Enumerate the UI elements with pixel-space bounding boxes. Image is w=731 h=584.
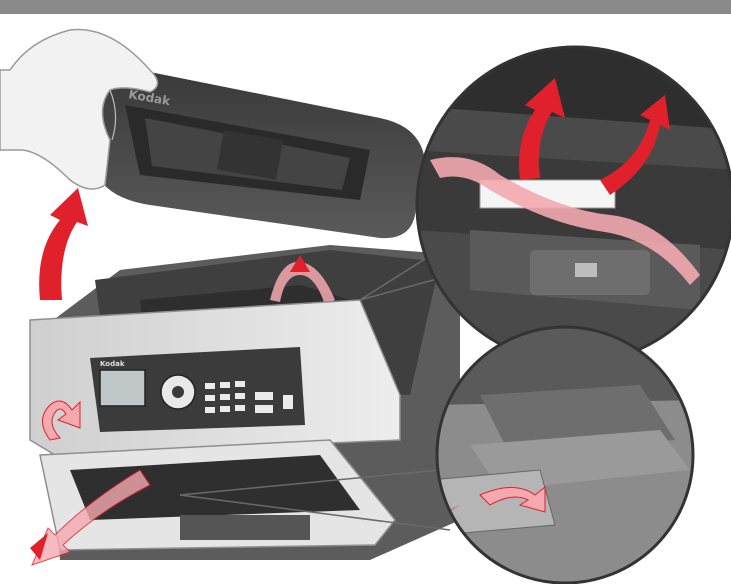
magnifier-callout-icon	[415, 45, 731, 365]
rotate-arrow-icon	[42, 400, 81, 441]
printer-lid: Kodak	[85, 69, 425, 239]
panel-brand-text: Kodak	[100, 360, 125, 368]
control-panel: Kodak	[29, 299, 401, 456]
hand-icon	[0, 28, 159, 190]
header-rule	[0, 0, 731, 14]
tape-peel-arrow-icon	[270, 261, 335, 305]
lift-arrow-icon	[39, 188, 88, 300]
output-tray	[39, 439, 396, 551]
pull-out-arrow-icon	[31, 469, 151, 566]
